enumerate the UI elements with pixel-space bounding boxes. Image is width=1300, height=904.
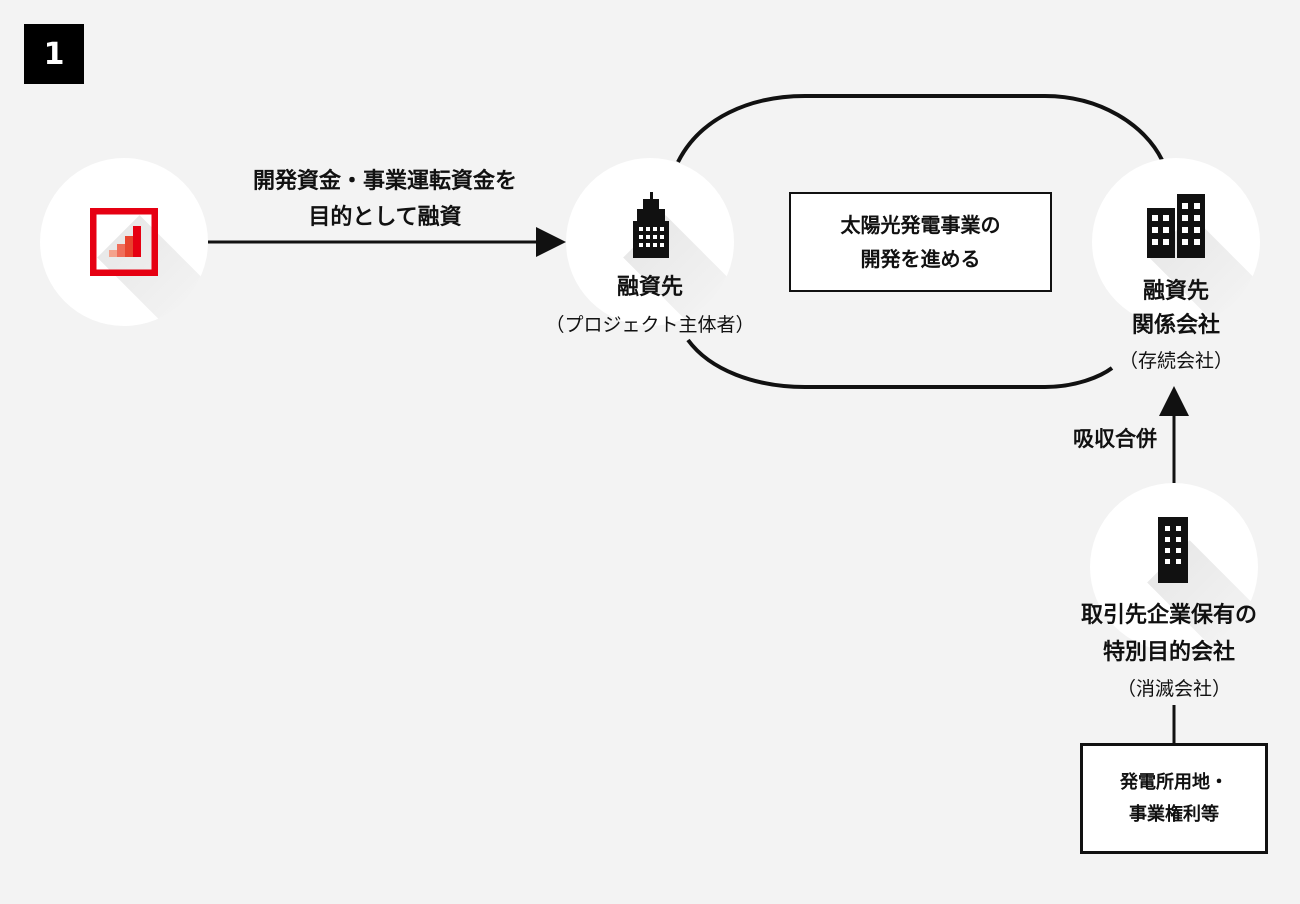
assets-line1: 発電所用地・ bbox=[1120, 771, 1228, 793]
merger-label: 吸収合併 bbox=[1073, 427, 1157, 451]
tower-building-icon bbox=[633, 192, 669, 258]
affiliate-title-line2: 関係会社 bbox=[1131, 313, 1220, 338]
borrower-subtitle: （プロジェクト主体者） bbox=[545, 314, 755, 336]
affiliate-title-line1: 融資先 bbox=[1142, 279, 1209, 304]
project-line2: 開発を進める bbox=[860, 247, 981, 271]
affiliate-circle: 融資先 bbox=[1092, 158, 1260, 326]
loan-label-line2: 目的として融資 bbox=[308, 205, 462, 230]
project-box: 太陽光発電事業の 開発を進める bbox=[789, 192, 1052, 292]
affiliate-subtitle: （存続会社） bbox=[1118, 350, 1233, 372]
spc-circle bbox=[1090, 483, 1258, 651]
step-number-badge: 1 bbox=[24, 24, 84, 84]
borrower-circle: 融資先 bbox=[566, 158, 734, 326]
spc-title-line1: 取引先企業保有の bbox=[1080, 603, 1257, 628]
project-line1: 太陽光発電事業の bbox=[840, 213, 1001, 237]
spc-title-line2: 特別目的会社 bbox=[1102, 640, 1235, 665]
lender-circle bbox=[40, 158, 208, 326]
assets-box: 発電所用地・ 事業権利等 bbox=[1080, 743, 1268, 854]
loan-label-line1: 開発資金・事業運転資金を bbox=[252, 169, 517, 194]
office-buildings-icon bbox=[1147, 194, 1205, 258]
borrower-title: 融資先 bbox=[616, 275, 683, 300]
spc-subtitle: （消滅会社） bbox=[1116, 678, 1231, 700]
relationship-loop bbox=[676, 94, 1164, 163]
assets-line2: 事業権利等 bbox=[1129, 803, 1219, 825]
narrow-building-icon bbox=[1158, 517, 1188, 583]
relationship-loop-bottom bbox=[686, 338, 1114, 389]
bank-logo-icon bbox=[90, 208, 158, 276]
